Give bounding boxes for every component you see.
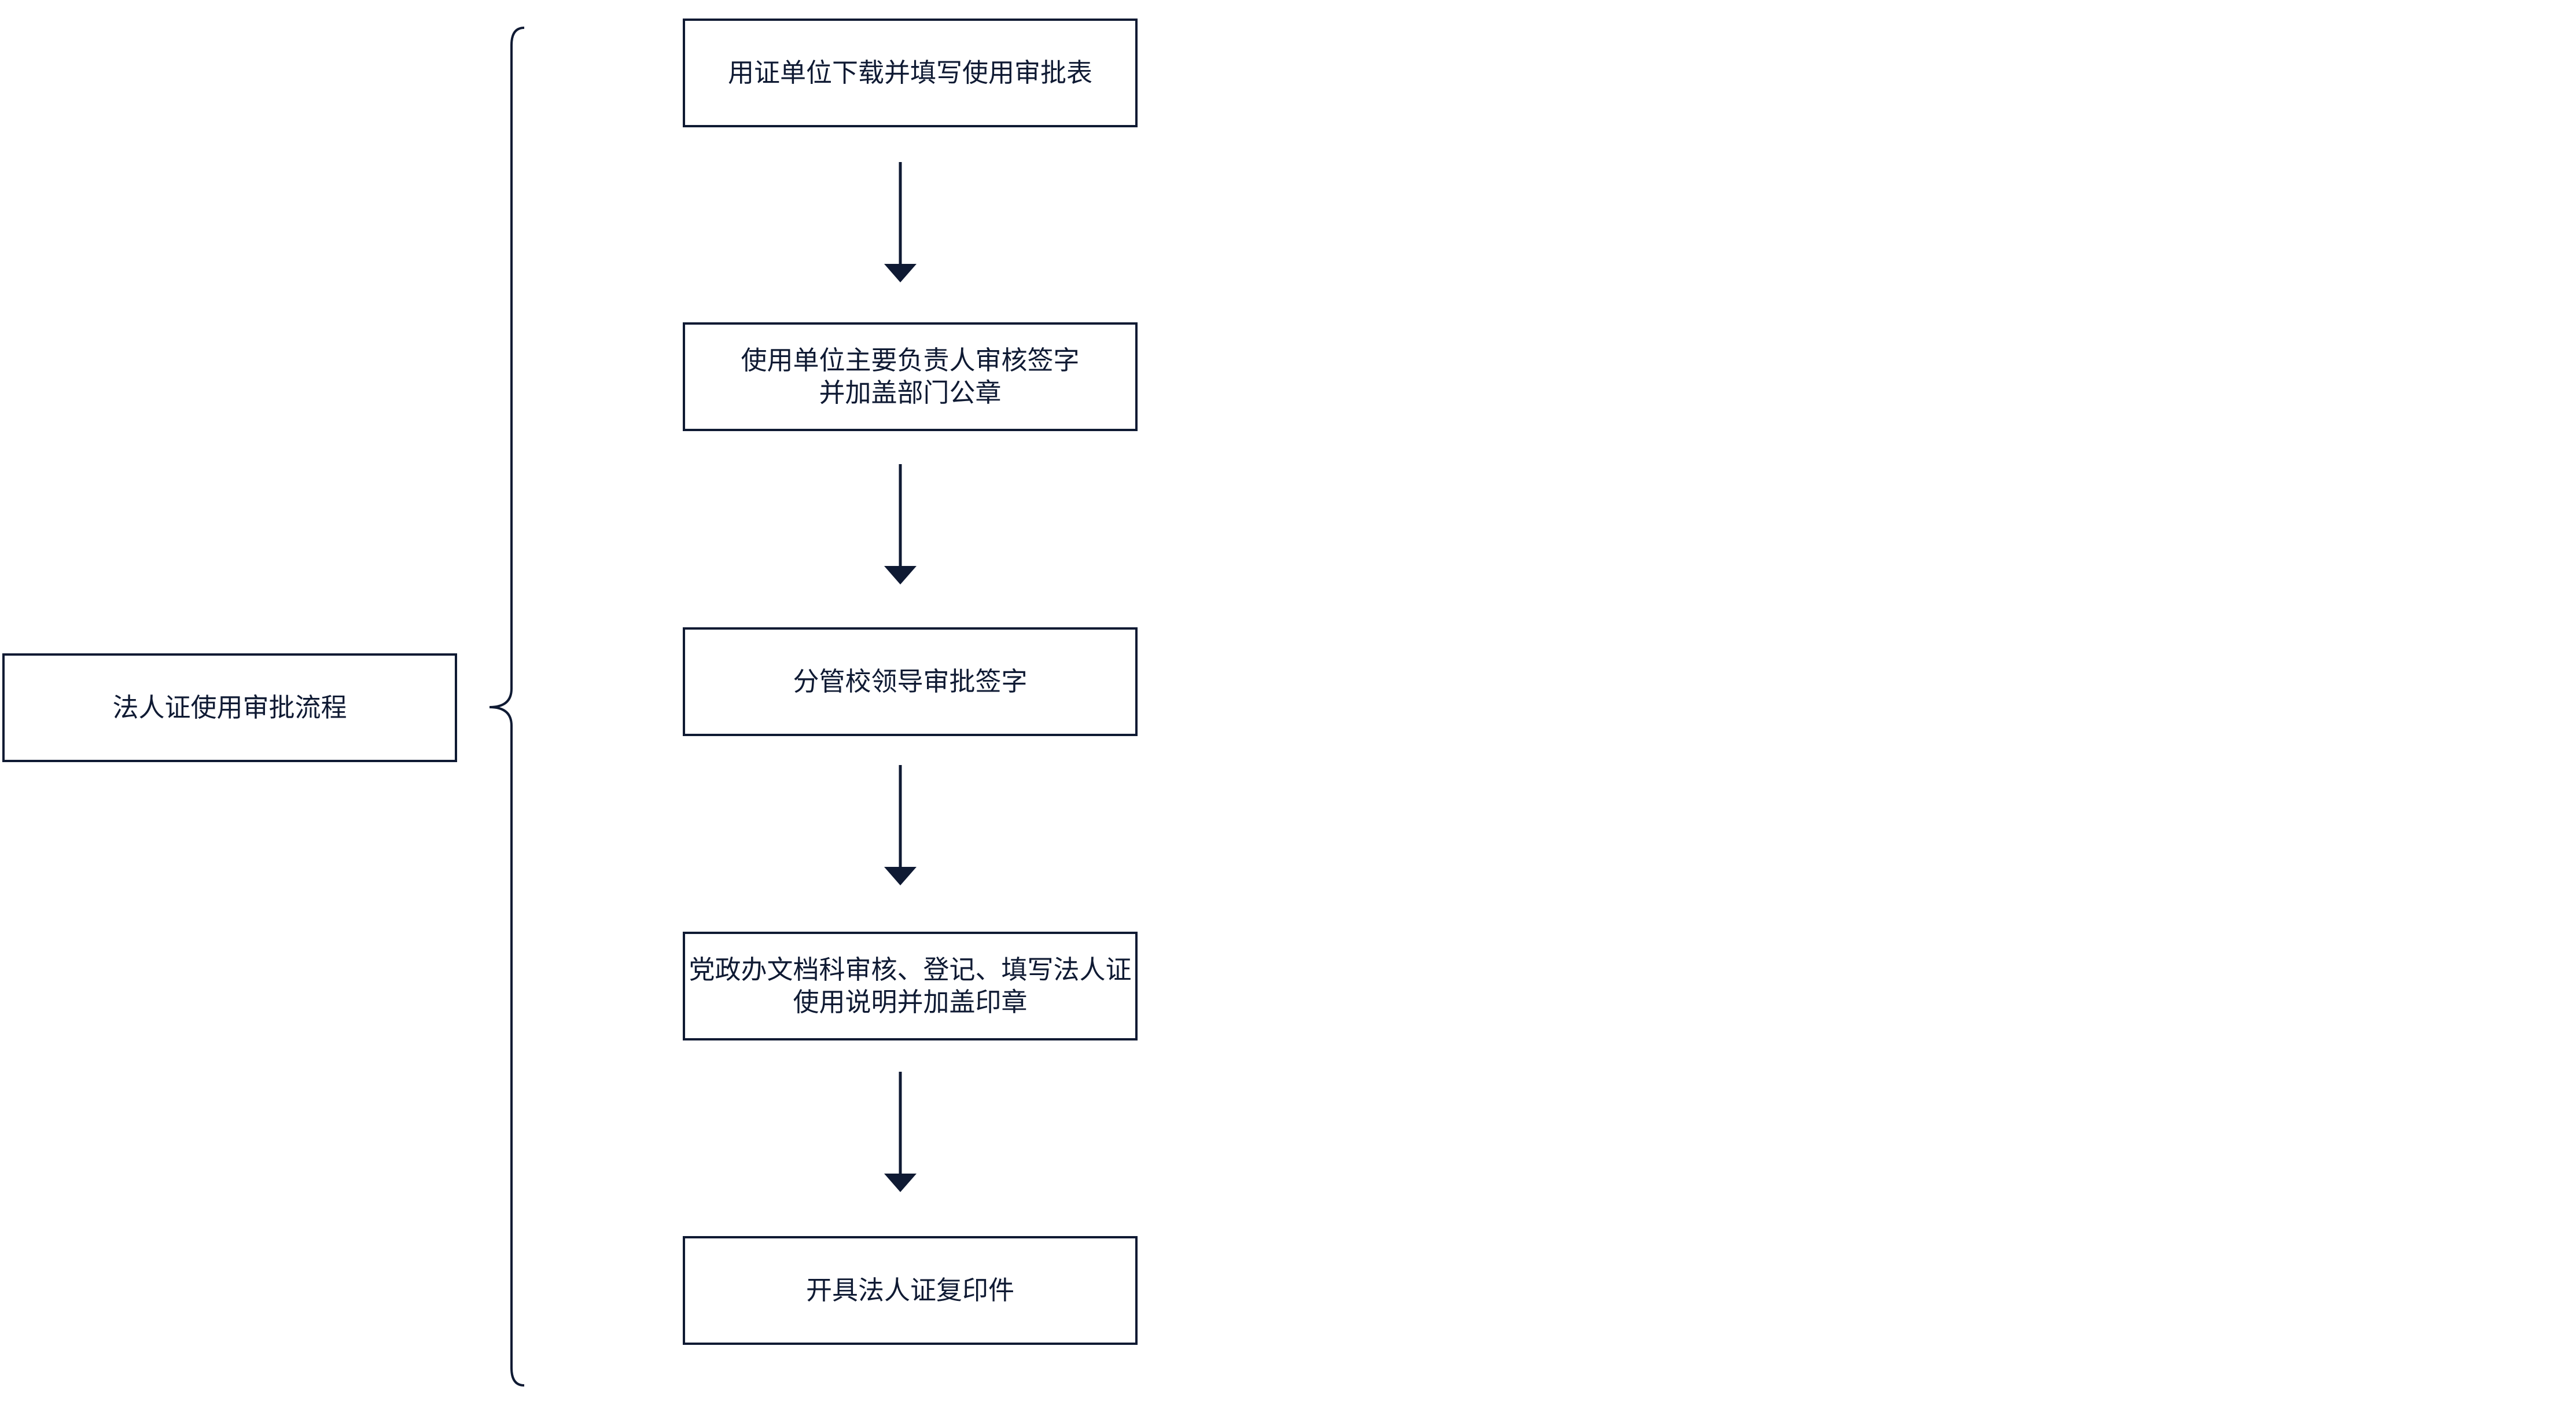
- step-node-3: 分管校领导审批签字: [683, 627, 1138, 736]
- step-node-5: 开具法人证复印件: [683, 1236, 1138, 1345]
- step-node-1: 用证单位下载并填写使用审批表: [683, 19, 1138, 127]
- arrow-3-to-4: [884, 765, 917, 885]
- arrow-2-to-3: [884, 464, 917, 584]
- step-node-4: 党政办文档科审核、登记、填写法人证 使用说明并加盖印章: [683, 932, 1138, 1040]
- step-2-label-line-2: 并加盖部门公章: [819, 377, 1002, 408]
- step-4-label-line-2: 使用说明并加盖印章: [793, 987, 1028, 1017]
- step-2-label-line-1: 使用单位主要负责人审核签字: [741, 345, 1080, 376]
- step-1-label: 用证单位下载并填写使用审批表: [727, 57, 1092, 88]
- step-3-label: 分管校领导审批签字: [793, 666, 1028, 697]
- step-4-label-line-1: 党政办文档科审核、登记、填写法人证: [689, 954, 1132, 985]
- step-node-2: 使用单位主要负责人审核签字 并加盖部门公章: [683, 322, 1138, 431]
- arrow-4-to-5: [884, 1072, 917, 1192]
- step-5-label: 开具法人证复印件: [805, 1275, 1014, 1306]
- root-node-process-title: 法人证使用审批流程: [2, 653, 457, 762]
- group-brace: [489, 27, 525, 1387]
- root-node-label: 法人证使用审批流程: [112, 692, 347, 723]
- arrow-1-to-2: [884, 162, 917, 282]
